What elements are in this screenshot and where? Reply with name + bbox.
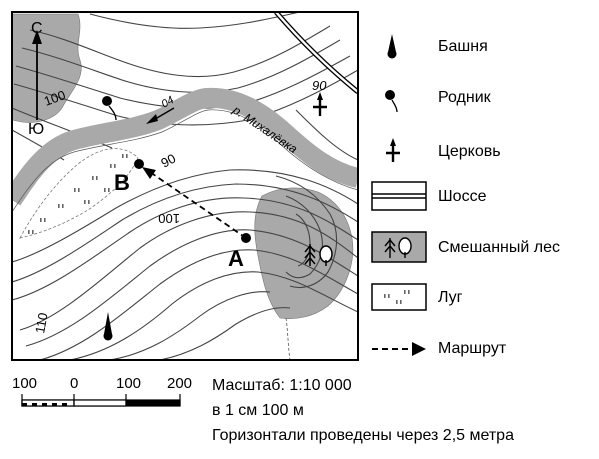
forest-boundary bbox=[285, 317, 291, 360]
forest-area-southeast bbox=[254, 187, 354, 319]
meadow-area bbox=[19, 148, 139, 239]
compass-south: Ю bbox=[28, 121, 44, 138]
scale-tick-left-100: 100 bbox=[12, 375, 38, 392]
legend-route-icon bbox=[372, 342, 426, 356]
cm-text: в 1 см 100 м bbox=[212, 402, 304, 419]
river-flow-label: 04 bbox=[160, 94, 177, 111]
legend-label-church: Церковь bbox=[438, 143, 501, 160]
river bbox=[12, 87, 358, 206]
point-a-label: А bbox=[228, 246, 244, 271]
contour-label-110: 110 bbox=[32, 311, 50, 334]
contour-label-90-east: 90 bbox=[312, 78, 327, 93]
legend-label-meadow: Луг bbox=[438, 289, 463, 306]
contour-label-100-left: 100 bbox=[42, 87, 68, 109]
scale-tick-200: 200 bbox=[167, 375, 193, 392]
contour-label-100-center: 100 bbox=[158, 211, 180, 226]
point-a-marker bbox=[241, 233, 251, 243]
compass-north: С bbox=[31, 20, 43, 37]
tower-icon bbox=[103, 312, 113, 341]
scale-tick-zero: 0 bbox=[70, 375, 79, 392]
legend-label-highway: Шоссе bbox=[438, 188, 487, 205]
church-icon bbox=[313, 92, 327, 116]
scale-text: Масштаб: 1:10 000 bbox=[212, 377, 352, 394]
legend-meadow-icon bbox=[371, 283, 427, 311]
point-b-label: В bbox=[114, 170, 130, 195]
route-arrowhead bbox=[142, 167, 156, 179]
legend-highway-icon bbox=[371, 181, 427, 211]
legend-label-spring: Родник bbox=[438, 89, 491, 106]
legend-label-route: Маршрут bbox=[438, 340, 507, 357]
point-b-marker bbox=[134, 159, 144, 169]
spring-icon bbox=[102, 96, 117, 121]
highway-inner bbox=[275, 12, 358, 93]
contour-lines bbox=[12, 12, 358, 360]
legend-tower-icon bbox=[387, 34, 397, 59]
map-frame bbox=[11, 11, 359, 361]
meadow-dots bbox=[28, 154, 128, 234]
compass bbox=[32, 30, 42, 120]
contour-label-90-route: 90 bbox=[158, 151, 178, 171]
legend-spring-icon bbox=[385, 90, 398, 113]
legend-mixed-forest-icon bbox=[371, 231, 427, 263]
scale-bar bbox=[21, 394, 181, 407]
forest-icon bbox=[304, 244, 333, 266]
forest-area-northwest bbox=[12, 13, 82, 123]
legend-label-tower: Башня bbox=[438, 38, 488, 55]
river-edge bbox=[12, 109, 358, 213]
legend-church-icon bbox=[386, 138, 400, 162]
legend-label-mixed-forest: Смешанный лес bbox=[438, 239, 560, 256]
river-flow-arrow bbox=[146, 107, 175, 124]
contour-interval-text: Горизонтали проведены через 2,5 метра bbox=[212, 427, 514, 444]
scale-tick-100: 100 bbox=[116, 375, 142, 392]
